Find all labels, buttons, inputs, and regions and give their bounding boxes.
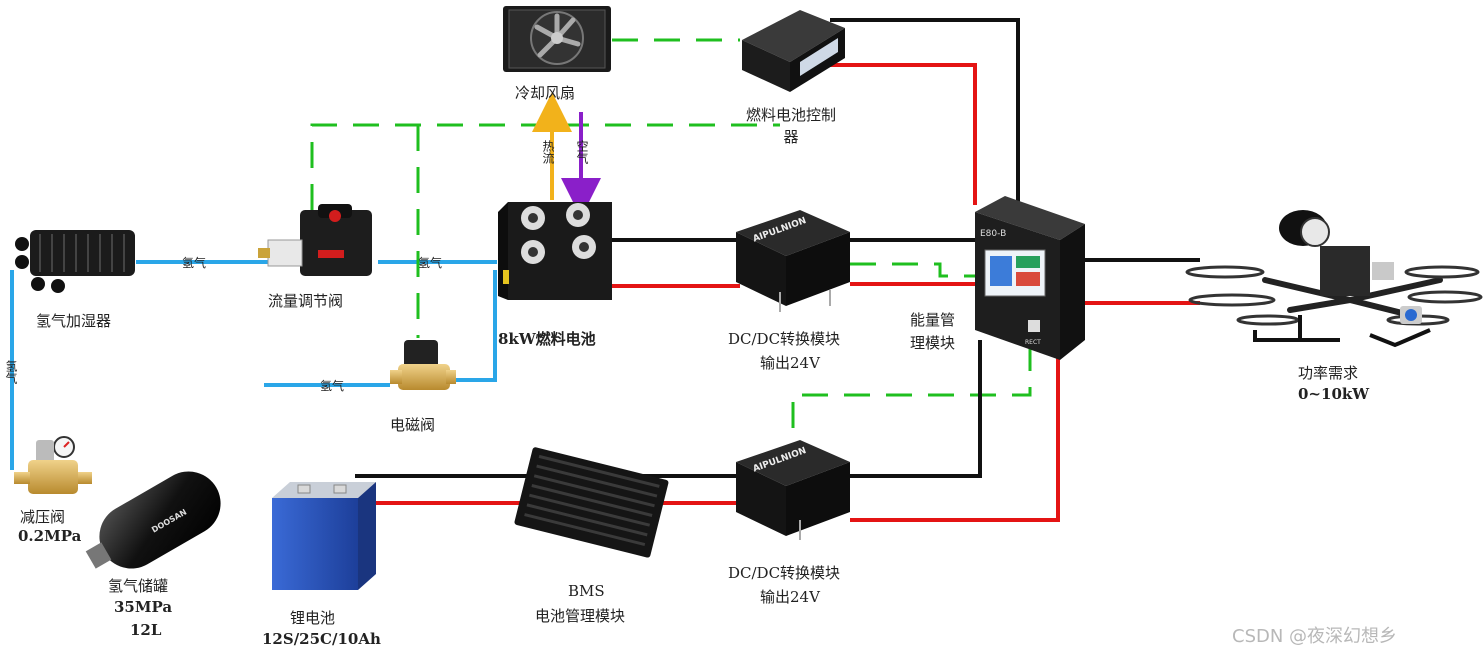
demand-range: 0~10kW (1298, 385, 1370, 403)
dcdc1-label: DC/DC转换模块 (728, 330, 841, 348)
dcdc1-out: 输出24V (760, 354, 820, 372)
h2-line-solenoid-fuelcell (450, 270, 497, 382)
h2-label-c: 氢气 (320, 379, 345, 393)
energy-mgmt-image: E80-B RECT (975, 196, 1085, 360)
flow-valve-label: 流量调节阀 (268, 292, 344, 310)
reducer-pressure: 0.2MPa (18, 527, 82, 545)
flow-valve-image (258, 204, 372, 276)
battery-spec: 12S/25C/10Ah (262, 630, 381, 648)
signal-flowvalve-controller (310, 123, 780, 210)
tank-volume: 12L (130, 621, 162, 639)
dcdc2-out: 输出24V (760, 588, 820, 606)
h2-label-vertical: 氢气 (4, 360, 18, 384)
energy-mgmt-label-1: 能量管 (910, 311, 956, 329)
neg-emb-dcdc2 (850, 340, 982, 478)
bms-desc: 电池管理模块 (535, 607, 626, 625)
bms-image (514, 447, 669, 558)
signal-lines (310, 38, 1032, 440)
bms-label: BMS (568, 582, 605, 600)
tank-label: 氢气储罐 (108, 577, 169, 595)
h2-label-b: 氢气 (418, 256, 443, 270)
signal-emb-dcdc2 (791, 345, 1032, 440)
h2-label-a: 氢气 (182, 256, 207, 270)
humidifier-label: 氢气加湿器 (36, 312, 112, 330)
heat-flow-label: 热流 (541, 140, 555, 164)
demand-label: 功率需求 (1298, 364, 1359, 382)
drone-image (1185, 210, 1483, 348)
energy-mgmt-label-2: 理模块 (910, 334, 956, 352)
cooling-fan-image (503, 6, 611, 72)
pos-controller-emb (830, 63, 977, 205)
fuel-cell-image (498, 202, 612, 300)
reducer-label: 减压阀 (20, 508, 66, 526)
fan-label: 冷却风扇 (515, 84, 576, 102)
humidifier-image (15, 230, 135, 293)
solenoid-label: 电磁阀 (390, 416, 436, 434)
watermark: CSDN @夜深幻想乡 (1232, 626, 1398, 647)
hydrogen-lines (10, 260, 497, 470)
emb-rect-text: RECT (1025, 339, 1041, 346)
pos-emb-dcdc2 (850, 340, 1060, 522)
hydrogen-tank-image: DOOSAN (85, 471, 221, 569)
emb-brand-text: E80-B (980, 229, 1006, 239)
power-pos-lines (290, 63, 1200, 522)
lithium-battery-image (272, 482, 376, 590)
signal-dcdc1-emb (850, 262, 975, 278)
dcdc2-label: DC/DC转换模块 (728, 564, 841, 582)
fc-controller-label: 燃料电池控制器 (745, 104, 837, 148)
dcdc-module-1-image: AIPULNION (736, 210, 850, 312)
battery-label: 锂电池 (290, 609, 336, 627)
fc-controller-label-text: 燃料电池控制器 (745, 106, 836, 146)
pressure-reducer-image (14, 436, 92, 494)
tank-pressure: 35MPa (114, 598, 173, 616)
fuel-cell-label: 8kW燃料电池 (498, 330, 596, 348)
air-label: 空气 (575, 140, 589, 164)
fc-controller-image (742, 10, 845, 92)
dcdc-module-2-image: AIPULNION (736, 440, 850, 540)
solenoid-valve-image (390, 340, 456, 390)
neg-controller-emb (830, 18, 1020, 205)
